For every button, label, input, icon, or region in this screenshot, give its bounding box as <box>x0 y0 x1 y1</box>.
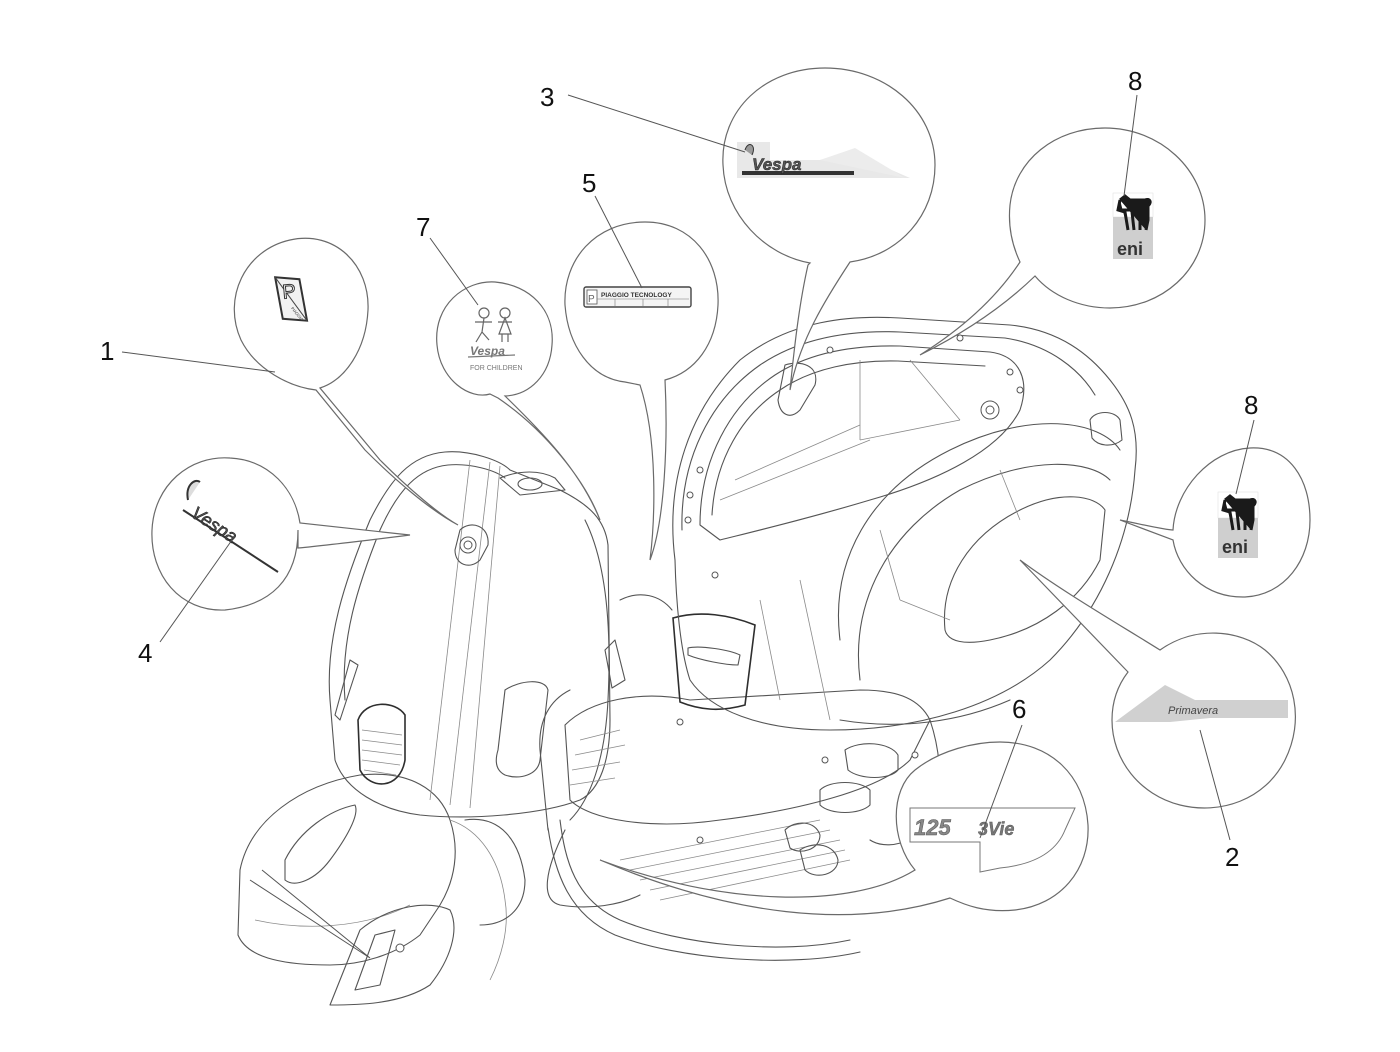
piaggio-emblem-decal: P PIAGGIO <box>273 276 309 322</box>
eni-text-side: eni <box>1222 537 1248 557</box>
callout-6-leader <box>979 724 1023 839</box>
rear-body <box>672 316 1137 876</box>
callout-5-bubble <box>564 221 719 561</box>
callout-8-side-number[interactable]: 8 <box>1244 390 1258 420</box>
callout-7[interactable]: Vespa FOR CHILDREN 7 <box>416 212 601 521</box>
callout-1[interactable]: P PIAGGIO 1 <box>100 237 459 526</box>
callout-6-number[interactable]: 6 <box>1012 694 1026 724</box>
callout-8-top-leader <box>1123 94 1138 197</box>
eni-sticker-top: eni <box>1112 192 1154 259</box>
piaggio-technology-plate: P PIAGGIO TECNOLOGY <box>583 286 692 308</box>
vespa-children-logo-text: Vespa <box>470 344 505 358</box>
callout-2-number[interactable]: 2 <box>1225 842 1239 872</box>
eni-sticker-side: eni <box>1217 491 1259 558</box>
125-3vie-decal: 125 3Vie <box>909 807 1076 873</box>
callout-8-top[interactable]: eni 8 <box>919 66 1206 356</box>
callout-2-bubble <box>1019 559 1296 809</box>
callout-7-leader <box>429 237 479 306</box>
piaggio-p-logo-icon: P <box>588 294 595 305</box>
front-shield <box>328 451 641 908</box>
callout-8-top-number[interactable]: 8 <box>1128 66 1142 96</box>
callout-1-number[interactable]: 1 <box>100 336 114 366</box>
callout-4-bubble <box>151 457 411 611</box>
primavera-text: Primavera <box>1168 705 1218 717</box>
tunnel-cover <box>604 594 756 711</box>
callout-6[interactable]: 125 3Vie 6 <box>599 694 1089 916</box>
callout-3-number[interactable]: 3 <box>540 82 554 112</box>
children-figures-icon <box>475 307 512 343</box>
callout-4-leader <box>159 539 233 643</box>
callout-8-top-bubble <box>919 127 1206 356</box>
callout-5[interactable]: P PIAGGIO TECNOLOGY 5 <box>564 168 719 561</box>
eni-text-top: eni <box>1117 239 1143 259</box>
callout-6-bubble <box>599 741 1089 916</box>
callout-7-bubble <box>436 281 601 521</box>
primavera-badge-decal: Primavera <box>1115 685 1288 722</box>
callout-5-leader <box>594 195 643 289</box>
eni-six-legged-dog-icon <box>1116 194 1152 231</box>
front-fender <box>237 773 526 1006</box>
callout-8-side-leader <box>1235 419 1255 495</box>
callout-8-side-bubble <box>1119 447 1311 598</box>
decal-125-text: 125 <box>914 815 951 840</box>
piaggio-technology-text: PIAGGIO TECNOLOGY <box>601 292 672 299</box>
callout-5-number[interactable]: 5 <box>582 168 596 198</box>
callout-4[interactable]: Vespa 4 <box>138 457 411 668</box>
callout-1-leader <box>121 351 276 373</box>
callout-2[interactable]: Primavera 2 <box>1019 559 1296 872</box>
vespa-badge-text: Vespa <box>752 155 801 174</box>
callout-7-number[interactable]: 7 <box>416 212 430 242</box>
scooter-body-drawing <box>237 316 1137 1006</box>
callout-3[interactable]: Vespa 3 <box>540 67 936 391</box>
callout-3-bubble <box>722 67 936 391</box>
callout-8-side[interactable]: eni 8 <box>1119 390 1311 598</box>
steering-frame <box>539 689 861 961</box>
for-children-text: FOR CHILDREN <box>470 365 523 372</box>
eni-six-legged-dog-icon <box>1221 494 1257 531</box>
fender-callout-leader <box>249 869 371 959</box>
callout-4-number[interactable]: 4 <box>138 638 152 668</box>
callout-2-leader <box>1199 729 1231 841</box>
callout-3-leader <box>567 94 746 153</box>
decal-3vie-text: 3Vie <box>978 819 1014 839</box>
piaggio-p-logo-icon: P <box>282 281 297 304</box>
vespa-badge-decal: Vespa <box>737 142 910 178</box>
